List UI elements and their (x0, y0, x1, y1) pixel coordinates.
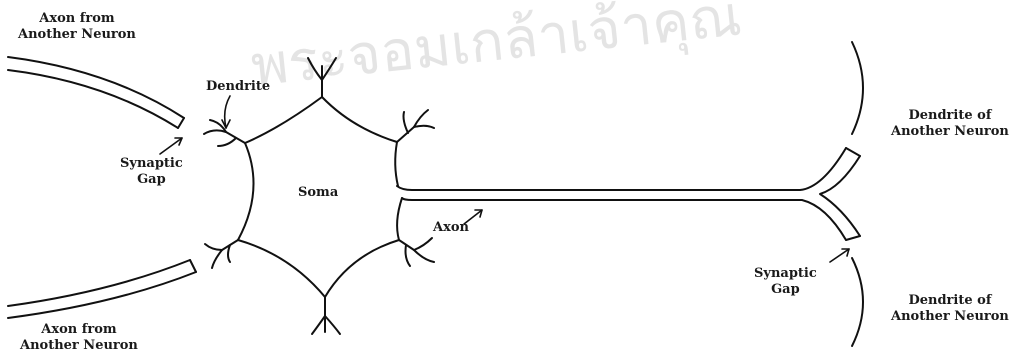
label-arrows (160, 96, 849, 262)
other-dendrite-top (852, 42, 863, 134)
label-synaptic-gap-left: Synaptic Gap (120, 156, 183, 188)
incoming-axon-top (8, 57, 184, 128)
label-axon-top: Axon from Another Neuron (18, 11, 136, 43)
label-dendrite-of-another-top: Dendrite of Another Neuron (891, 108, 1009, 140)
other-dendrite-bottom (852, 258, 863, 346)
label-axon: Axon (433, 220, 469, 236)
label-synaptic-gap-right: Synaptic Gap (754, 266, 817, 298)
label-soma: Soma (298, 185, 338, 201)
incoming-axon-bottom (8, 260, 196, 318)
label-dendrite-of-another-bottom: Dendrite of Another Neuron (891, 293, 1009, 325)
label-axon-bottom: Axon from Another Neuron (20, 322, 138, 354)
label-dendrite: Dendrite (206, 79, 270, 95)
